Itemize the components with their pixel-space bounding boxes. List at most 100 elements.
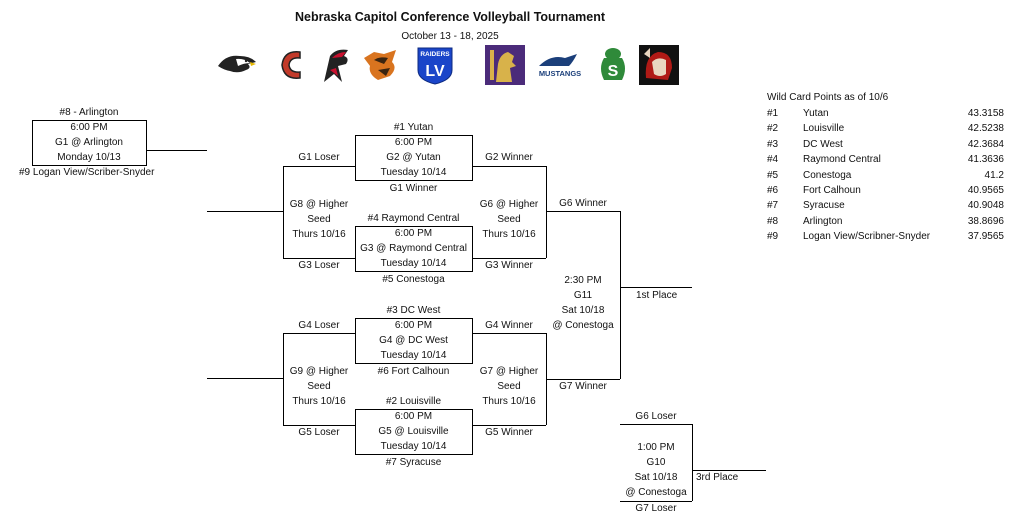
page-title: Nebraska Capitol Conference Volleyball T… (294, 10, 606, 24)
g10-vertical-line (692, 424, 693, 501)
g9-out-line (207, 378, 283, 379)
wildcard-rank: #4 (767, 154, 779, 166)
wildcard-points: 42.3684 (967, 138, 1004, 150)
mustangs-logo-text: MUSTANGS (539, 69, 581, 78)
wildcard-rank: #7 (767, 200, 779, 212)
g1-time: 6:00 PM (70, 122, 108, 133)
wildcard-team: Syracuse (803, 200, 845, 212)
wildcard-row: #5 Conestoga 41.2 (767, 168, 1004, 183)
g7-top-label: G4 Winner (485, 320, 533, 331)
wildcard-rank: #5 (767, 169, 779, 181)
g1-top-team: #8 - Arlington (59, 107, 119, 118)
g11-game: G11 (573, 290, 593, 301)
g4-top-team: #3 DC West (386, 305, 441, 316)
g11-bottom-line (546, 379, 620, 380)
g7-line2: Seed (497, 381, 521, 392)
g3-game: G3 @ Raymond Central (360, 243, 467, 254)
wildcard-rank: #9 (767, 231, 779, 243)
g9-top-line (283, 333, 355, 334)
wildcard-points: 40.9565 (967, 184, 1004, 196)
g8-top-line (283, 166, 355, 167)
lancer-c-logo (270, 44, 312, 86)
wildcard-rank: #6 (767, 184, 779, 196)
g2-box (355, 135, 473, 181)
g4-bottom-team: #6 Fort Calhoun (377, 366, 450, 377)
wildcard-points: 40.9048 (967, 200, 1004, 212)
wildcard-row: #4 Raymond Central 41.3636 (767, 152, 1004, 167)
first-place-label: 1st Place (636, 290, 678, 301)
wildcard-rank: #2 (767, 123, 779, 135)
wildcard-points: 38.8696 (967, 215, 1004, 227)
gecko-s-logo: S (592, 44, 634, 86)
wildcard-team: DC West (803, 138, 843, 150)
bobcat-logo (360, 44, 402, 86)
g9-line1: G9 @ Higher (289, 366, 349, 377)
g1-date: Monday 10/13 (57, 152, 121, 163)
g5-top-team: #2 Louisville (385, 396, 442, 407)
g3-box (355, 226, 473, 272)
indian-head-logo (638, 44, 680, 86)
g2-time: 6:00 PM (394, 137, 433, 148)
g11-out-line (620, 287, 692, 288)
g3-time: 6:00 PM (394, 228, 433, 239)
wildcard-rank: #1 (767, 108, 779, 119)
g7-bottom-line (473, 425, 546, 426)
g3-top-team: #4 Raymond Central (367, 213, 460, 224)
g11-top-label: G6 Winner (559, 198, 607, 209)
wildcard-points: 37.9565 (967, 231, 1004, 243)
g8-bottom-line (283, 258, 355, 259)
g8-vertical-line (283, 166, 284, 258)
tournament-dates: October 13 - 18, 2025 (401, 31, 499, 42)
wildcard-team: Fort Calhoun (803, 184, 861, 196)
wildcard-points: 41.2 (984, 169, 1004, 181)
g10-date: Sat 10/18 (634, 472, 678, 483)
wildcard-points: 41.3636 (967, 154, 1004, 166)
wildcard-team: Arlington (803, 215, 843, 227)
g10-site: @ Conestoga (625, 487, 687, 498)
g9-line3: Thurs 10/16 (292, 396, 346, 407)
knight-horse-logo (484, 44, 526, 86)
wildcard-row: #9 Logan View/Scribner-Snyder 37.9565 (767, 229, 1004, 244)
g5-bottom-team: #7 Syracuse (385, 457, 442, 468)
g6-line2: Seed (497, 214, 521, 225)
wildcard-team: Raymond Central (803, 154, 881, 166)
mustangs-logo: MUSTANGS (535, 44, 585, 86)
third-place-label: 3rd Place (696, 472, 739, 483)
g4-date: Tuesday 10/14 (380, 350, 447, 361)
s-logo-text: S (608, 63, 619, 80)
g11-time: 2:30 PM (564, 275, 602, 286)
g5-date: Tuesday 10/14 (380, 441, 447, 452)
wildcard-row: #7 Syracuse 40.9048 (767, 198, 1004, 213)
g8-bottom-label: G3 Loser (298, 260, 340, 271)
g8-line3: Thurs 10/16 (292, 229, 346, 240)
lv-logo-text: LV (425, 63, 445, 80)
wildcard-points: 42.5238 (967, 123, 1004, 135)
g5-game: G5 @ Louisville (378, 426, 449, 437)
g9-bottom-label: G5 Loser (298, 427, 340, 438)
wildcard-row: #2 Louisville 42.5238 (767, 121, 1004, 136)
g4-time: 6:00 PM (394, 320, 433, 331)
g9-line2: Seed (307, 381, 331, 392)
g11-top-line (546, 211, 620, 212)
g10-out-line (692, 470, 766, 471)
g10-time: 1:00 PM (637, 442, 675, 453)
wildcard-team: Conestoga (803, 169, 852, 181)
wildcard-team: Logan View/Scribner-Snyder (803, 231, 931, 243)
wildcard-heading: Wild Card Points as of 10/6 (767, 92, 889, 103)
wildcard-row: #6 Fort Calhoun 40.9565 (767, 183, 1004, 198)
g4-box (355, 318, 473, 364)
g1-connector (147, 150, 207, 151)
g11-site: @ Conestoga (552, 320, 614, 331)
g3-date: Tuesday 10/14 (380, 258, 447, 269)
g2-bottom-team: G1 Winner (389, 183, 438, 194)
g7-top-line (473, 333, 546, 334)
g9-vertical-line (283, 333, 284, 425)
g7-bottom-label: G5 Winner (485, 427, 533, 438)
g6-top-label: G2 Winner (485, 152, 533, 163)
wildcard-team: Louisville (803, 123, 845, 135)
wildcard-points: 43.3158 (967, 108, 1004, 119)
